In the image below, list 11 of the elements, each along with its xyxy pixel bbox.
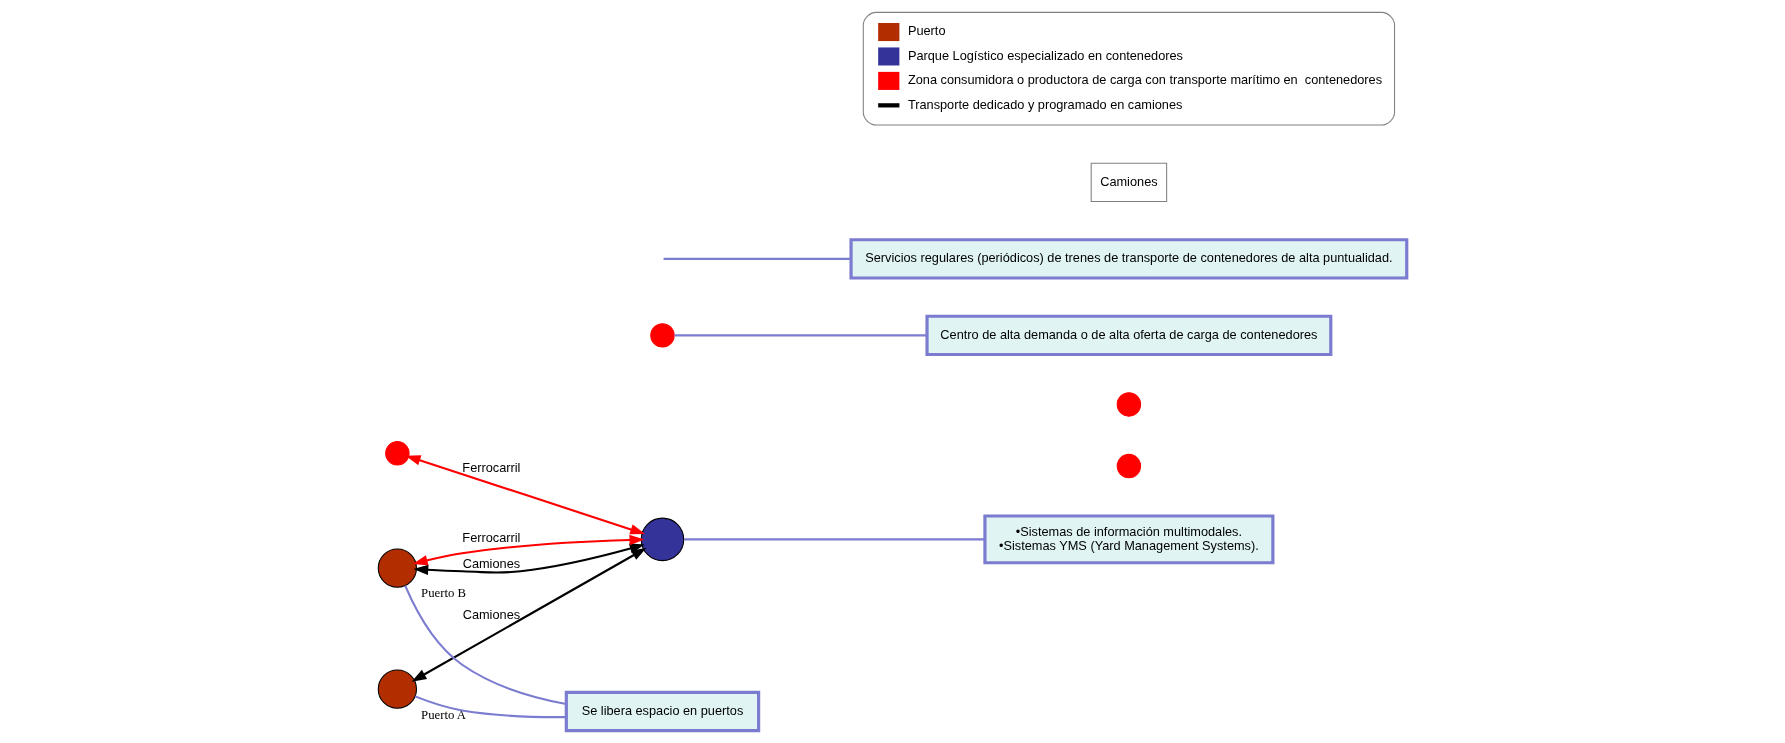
edge-label: Camiones (462, 555, 521, 571)
legend-label: Parque Logístico especializado en contenedores (907, 47, 1183, 63)
node-label: Puerto A (421, 707, 467, 722)
legend-label: Zona consumidora o productora de carga con transporte marítimo en contenedores (907, 72, 1383, 88)
edge-label: Ferrocarril (462, 530, 521, 546)
legend-label: Transporte dedicado y programado en camiones (907, 96, 1183, 112)
node-label: Puerto B (421, 586, 467, 601)
legend-label: Puerto (907, 23, 946, 39)
edge-label: Camiones (462, 606, 521, 622)
edge-label: Ferrocarril (462, 460, 521, 476)
label: Camiones (1100, 173, 1158, 189)
